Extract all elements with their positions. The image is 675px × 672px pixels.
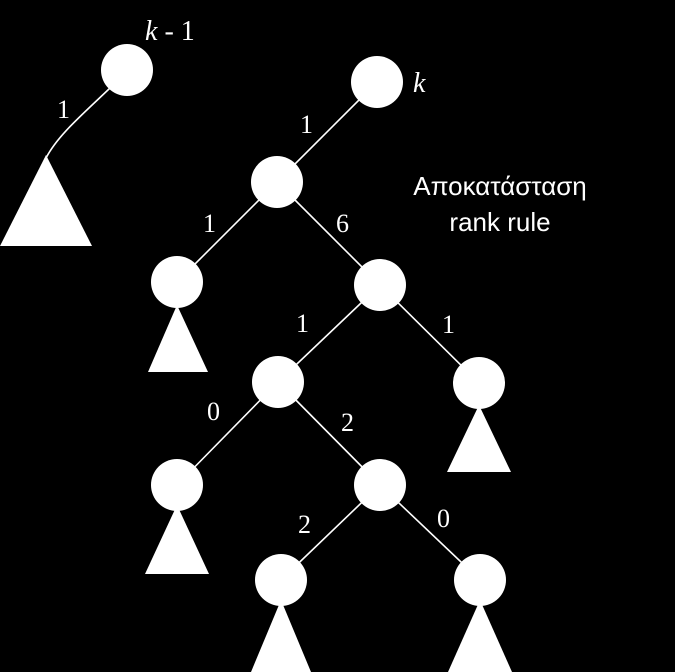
- node-d: [252, 356, 304, 408]
- edge-label-c-to-e: 1: [442, 310, 455, 339]
- edge-label-d-to-f: 0: [207, 397, 220, 426]
- subtree-left-triangle: [0, 155, 92, 246]
- node-left-root: [101, 44, 153, 96]
- edge-left-root-to-subtree: [45, 87, 111, 159]
- node-e: [453, 357, 505, 409]
- subtree-b-triangle: [148, 305, 208, 372]
- caption-line-1: Αποκατάσταση: [413, 171, 587, 201]
- subtrees: [0, 155, 512, 672]
- nodes: [101, 44, 506, 606]
- left-root-rank-rest: - 1: [157, 16, 194, 47]
- caption-line-2: rank rule: [449, 207, 551, 237]
- edge-label-g-to-h: 2: [298, 510, 311, 539]
- edge-labels: 1 1 1 6 1 1 0 2 2 0: [57, 95, 455, 539]
- left-root-rank-k: k: [145, 16, 158, 47]
- edge-label-d-to-g: 2: [341, 408, 354, 437]
- right-root-rank-k: k: [413, 68, 426, 99]
- edge-label-g-to-i: 0: [437, 504, 450, 533]
- node-b: [151, 256, 203, 308]
- subtree-f-triangle: [145, 505, 209, 574]
- node-right-root: [351, 56, 403, 108]
- node-a: [251, 156, 303, 208]
- edge-label-c-to-d: 1: [296, 309, 309, 338]
- node-i: [454, 554, 506, 606]
- subtree-h-triangle: [251, 600, 311, 672]
- node-c: [354, 259, 406, 311]
- subtree-e-triangle: [447, 405, 511, 472]
- caption: Αποκατάσταση rank rule: [385, 168, 615, 240]
- left-root-rank-label: k - 1: [145, 16, 195, 47]
- node-h: [255, 554, 307, 606]
- edge-label-left: 1: [57, 95, 70, 124]
- edge-label-a-to-c: 6: [336, 209, 349, 238]
- right-root-rank-label: k: [413, 68, 426, 99]
- node-f: [151, 459, 203, 511]
- subtree-i-triangle: [448, 600, 512, 672]
- edge-label-a-to-b: 1: [203, 209, 216, 238]
- node-g: [354, 459, 406, 511]
- edge-label-root-to-a: 1: [300, 110, 313, 139]
